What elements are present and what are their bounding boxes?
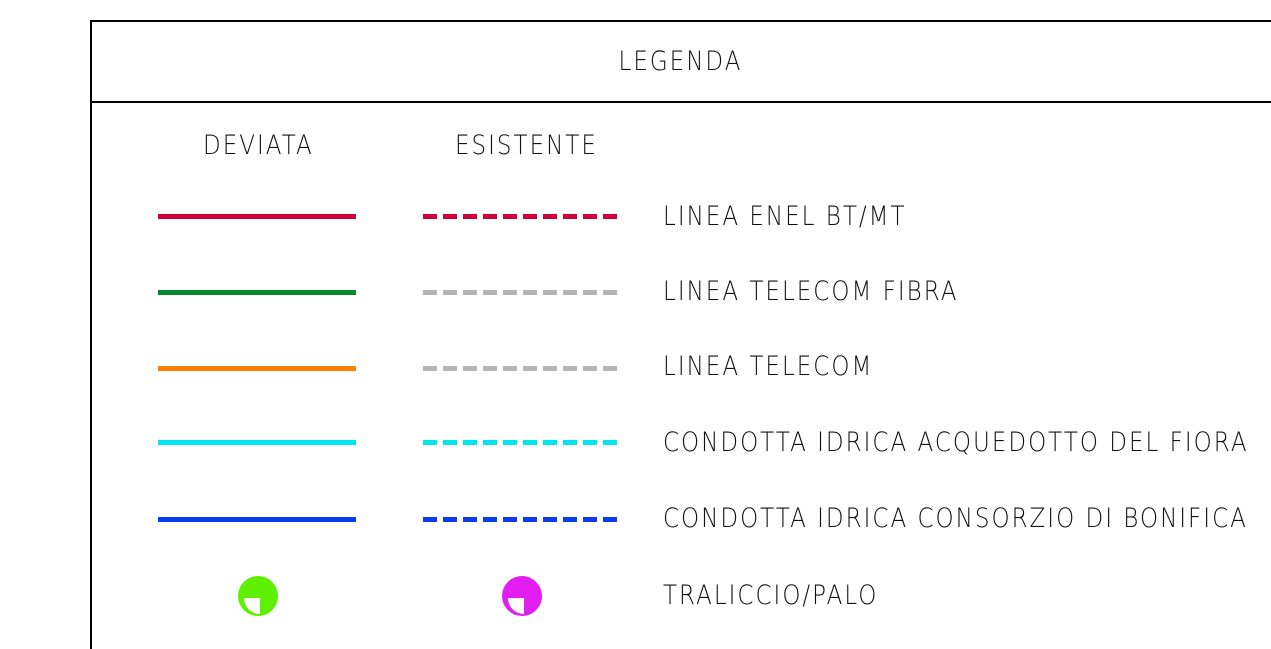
legend-row-label: LINEA ENEL BT/MT (663, 201, 907, 232)
existing-line-swatch (423, 440, 623, 445)
legend-row-label: LINEA TELECOM (663, 351, 874, 382)
legend-row-label: CONDOTTA IDRICA ACQUEDOTTO DEL FIORA (663, 427, 1249, 458)
existing-line-swatch (423, 214, 623, 219)
legend-title: LEGENDA (618, 46, 743, 77)
existing-line-swatch (423, 290, 623, 295)
column-header-deviated: DEVIATA (203, 130, 314, 161)
header-divider (90, 101, 1271, 103)
deviated-pylon-icon (236, 574, 280, 618)
deviated-line-swatch (158, 290, 356, 295)
legend-row-label: CONDOTTA IDRICA CONSORZIO DI BONIFICA (663, 503, 1248, 534)
deviated-line-swatch (158, 517, 356, 522)
legend-row-label: LINEA TELECOM FIBRA (663, 276, 959, 307)
existing-line-swatch (423, 517, 623, 522)
symbol-row-label: TRALICCIO/PALO (663, 580, 879, 611)
deviated-line-swatch (158, 366, 356, 371)
column-header-existing: ESISTENTE (455, 130, 598, 161)
existing-pylon-icon (500, 574, 544, 618)
deviated-line-swatch (158, 440, 356, 445)
existing-line-swatch (423, 366, 623, 371)
deviated-line-swatch (158, 214, 356, 219)
legend-frame (90, 20, 1271, 649)
